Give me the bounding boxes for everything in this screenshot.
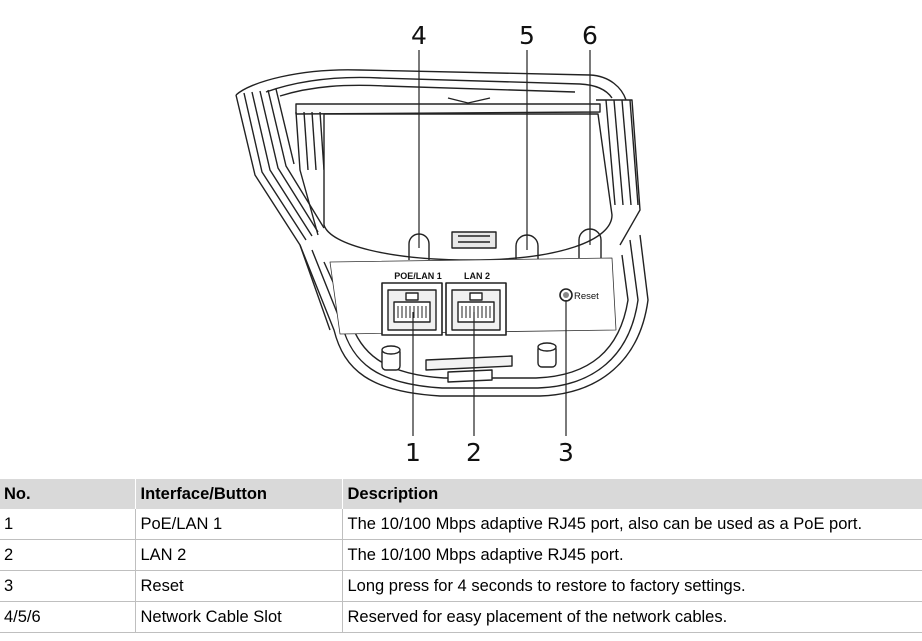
header-no: No. — [0, 479, 136, 509]
cell-description: The 10/100 Mbps adaptive RJ45 port. — [342, 539, 922, 571]
device-interface-figure: 4 5 6 1 2 3 POE/LAN 1 LAN 2 Reset — [235, 21, 649, 467]
callout-4: 4 — [411, 21, 427, 50]
device-illustration: 4 5 6 1 2 3 POE/LAN 1 LAN 2 Reset — [235, 21, 649, 467]
header-interface: Interface/Button — [135, 479, 343, 509]
cell-no: 3 — [0, 570, 136, 602]
cell-interface: LAN 2 — [135, 539, 343, 571]
table-row: 2 LAN 2 The 10/100 Mbps adaptive RJ45 po… — [0, 539, 922, 571]
cell-interface: Reset — [135, 570, 343, 602]
table-row: 3 Reset Long press for 4 seconds to rest… — [0, 570, 922, 602]
port-label-poe-lan1: POE/LAN 1 — [394, 271, 442, 281]
cell-no: 2 — [0, 539, 136, 571]
table-header-row: No. Interface/Button Description — [0, 479, 922, 509]
cell-no: 4/5/6 — [0, 601, 136, 633]
cell-interface: PoE/LAN 1 — [135, 509, 343, 540]
port-poe-lan1 — [381, 282, 443, 336]
device-lower-tray — [299, 234, 649, 397]
cell-description: Long press for 4 seconds to restore to f… — [342, 570, 922, 602]
interface-table: No. Interface/Button Description 1 PoE/L… — [0, 479, 922, 633]
cell-no: 1 — [0, 509, 136, 540]
cell-description: The 10/100 Mbps adaptive RJ45 port, also… — [342, 509, 922, 540]
port-lan2 — [445, 282, 507, 336]
callout-3: 3 — [558, 438, 574, 467]
table-row: 1 PoE/LAN 1 The 10/100 Mbps adaptive RJ4… — [0, 509, 922, 540]
reset-label: Reset — [574, 291, 599, 302]
table-row: 4/5/6 Network Cable Slot Reserved for ea… — [0, 601, 922, 633]
callout-6: 6 — [582, 21, 598, 50]
callout-2: 2 — [466, 438, 482, 467]
port-label-lan2: LAN 2 — [464, 271, 490, 281]
cell-description: Reserved for easy placement of the netwo… — [342, 601, 922, 633]
housing-top-edge — [235, 69, 627, 101]
callout-5: 5 — [519, 21, 535, 50]
callout-1: 1 — [405, 438, 421, 467]
housing-left-edge — [235, 94, 331, 331]
cell-interface: Network Cable Slot — [135, 601, 343, 633]
header-description: Description — [347, 484, 439, 503]
